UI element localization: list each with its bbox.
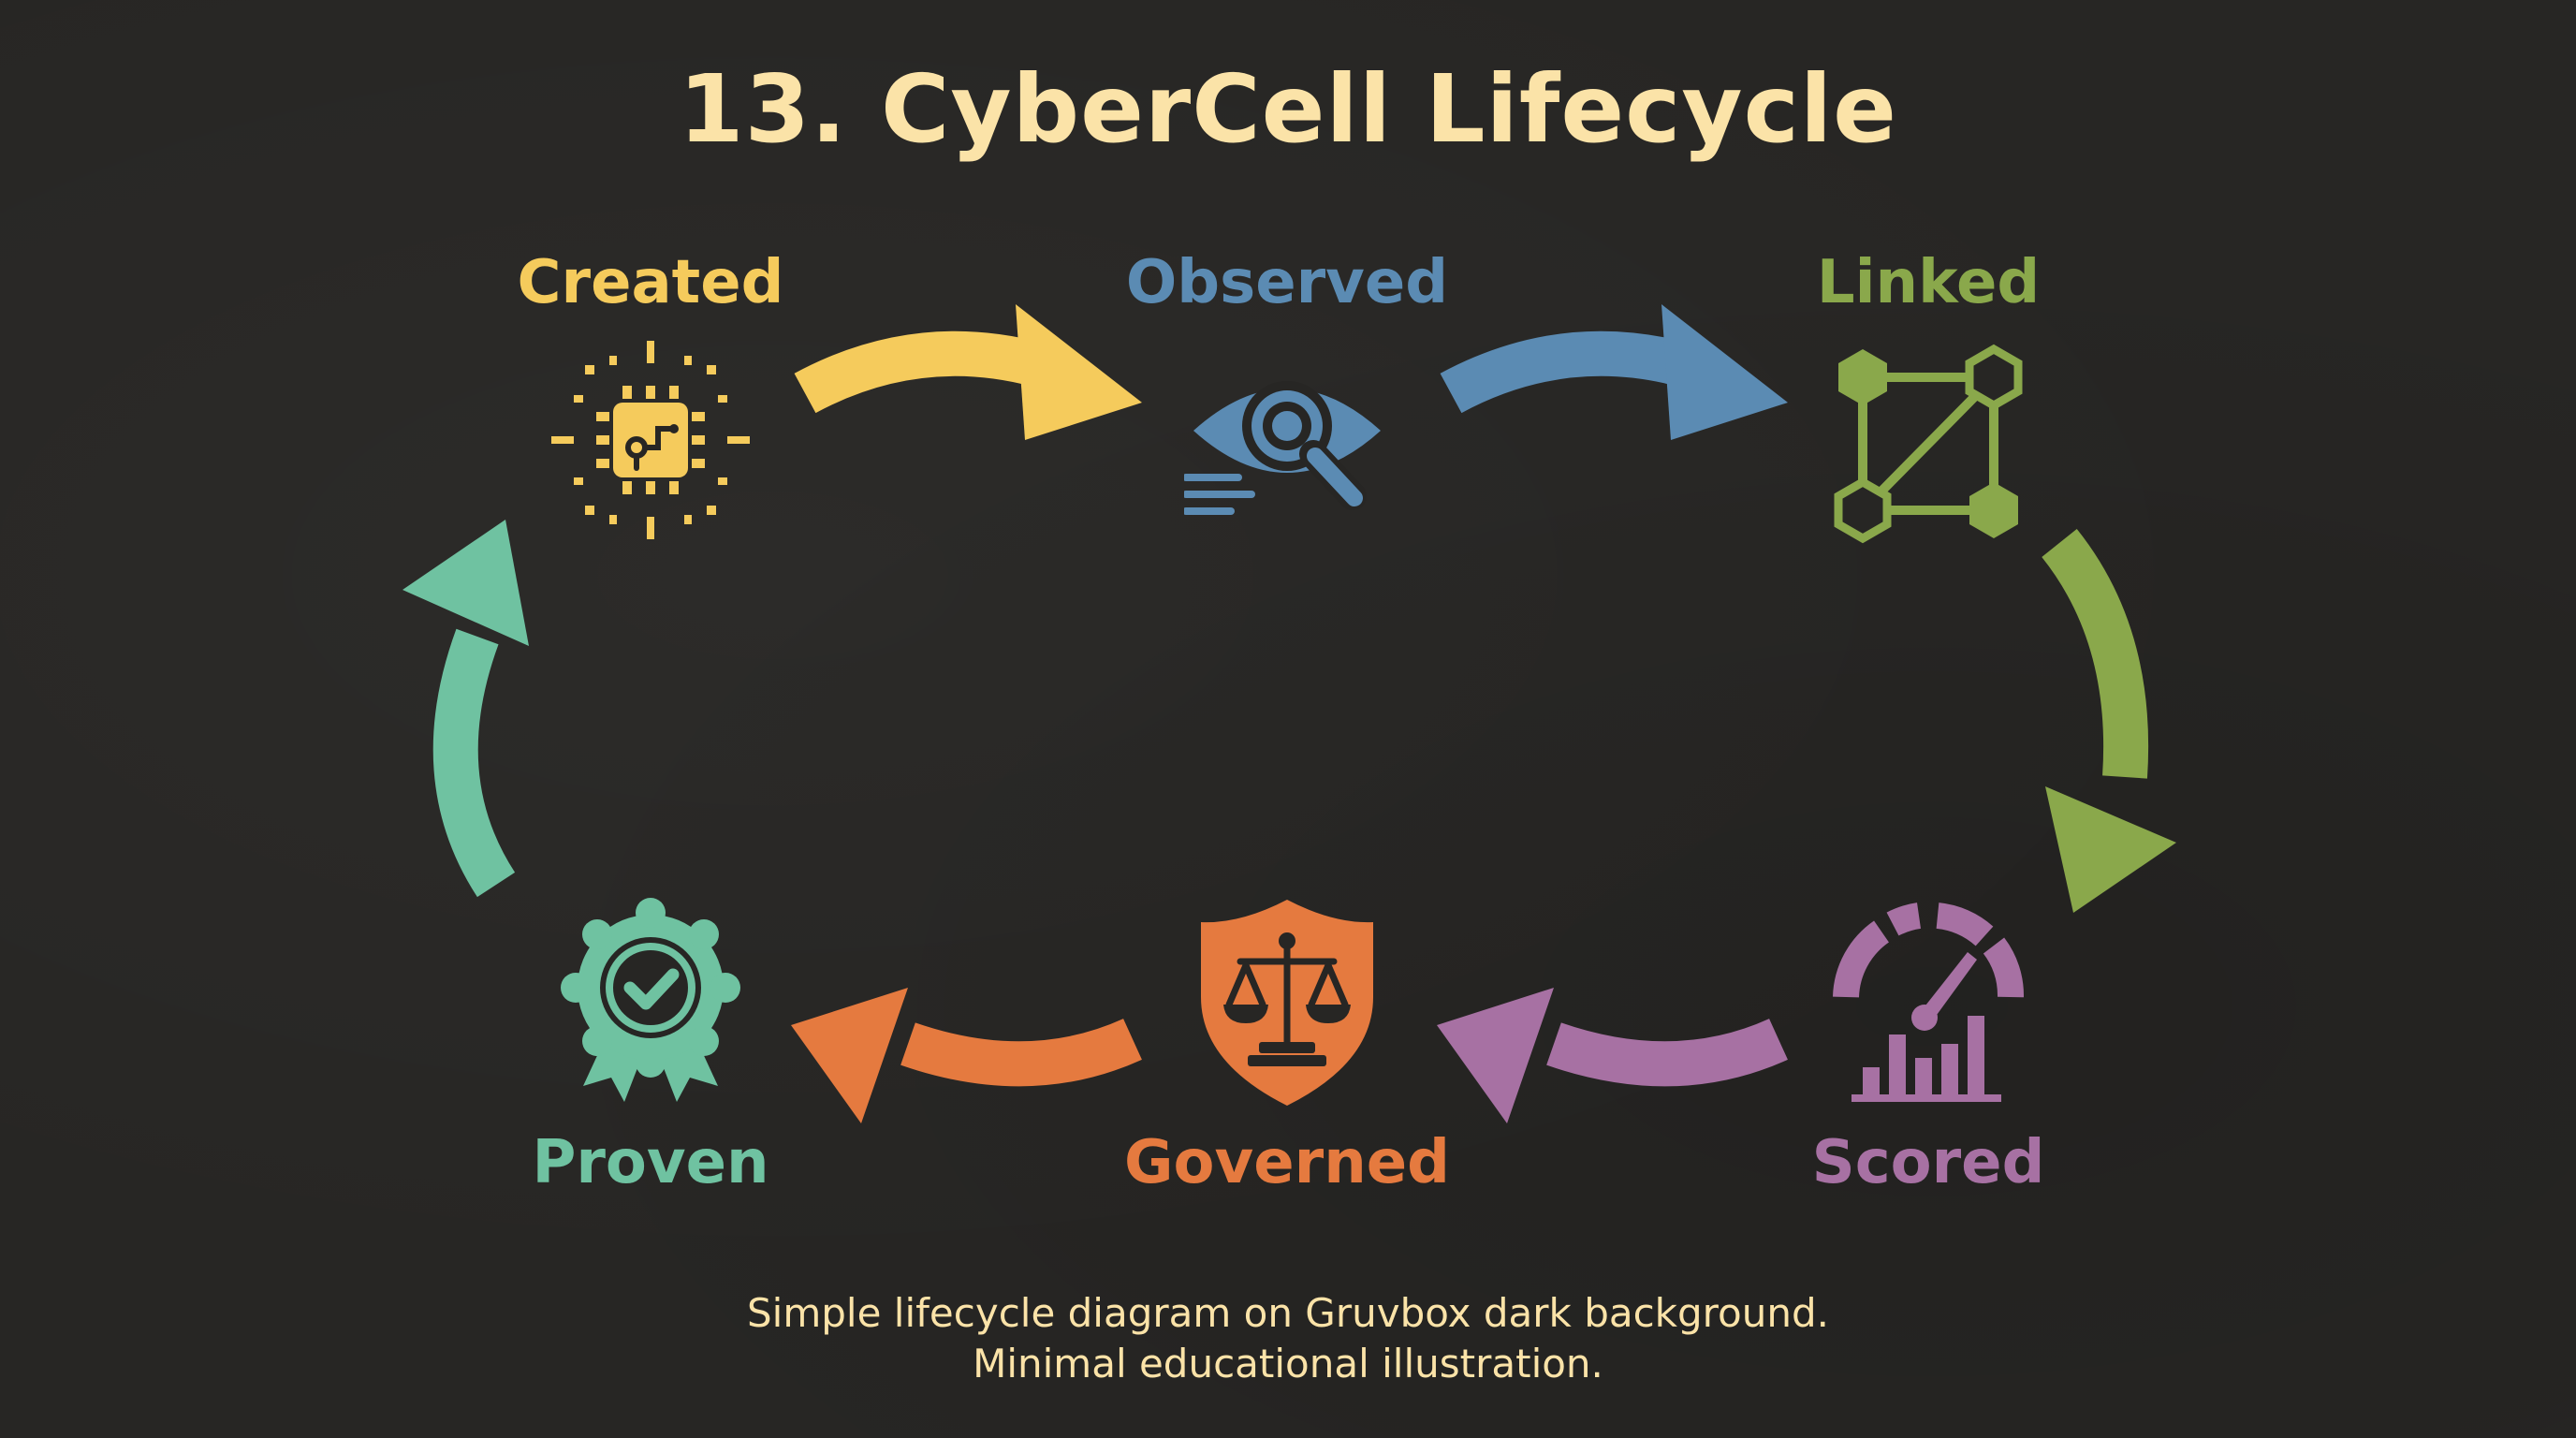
caption-line-1: Simple lifecycle diagram on Gruvbox dark… bbox=[747, 1290, 1829, 1336]
network-nodes-icon bbox=[1834, 344, 2023, 544]
shield-scales-icon bbox=[1201, 900, 1373, 1106]
stage-label-linked: Linked bbox=[1816, 248, 2041, 317]
arrow-created-to-observed bbox=[794, 304, 1142, 440]
stage-label-created: Created bbox=[517, 248, 784, 317]
gauge-chart-icon bbox=[1833, 902, 2024, 1102]
caption-line-2: Minimal educational illustration. bbox=[973, 1341, 1603, 1387]
arrow-proven-to-created bbox=[402, 520, 529, 898]
arrow-governed-to-proven bbox=[791, 988, 1142, 1123]
stage-label-scored: Scored bbox=[1811, 1128, 2045, 1197]
badge-check-icon bbox=[561, 898, 740, 1102]
arrow-linked-to-scored bbox=[2042, 529, 2176, 913]
page-title: 13. CyberCell Lifecycle bbox=[678, 54, 1897, 164]
stage-label-proven: Proven bbox=[532, 1128, 769, 1197]
stage-label-governed: Governed bbox=[1124, 1128, 1450, 1197]
eye-magnifier-icon bbox=[1184, 381, 1381, 515]
chip-icon bbox=[551, 341, 750, 539]
arrow-observed-to-linked bbox=[1440, 304, 1788, 440]
stage-label-observed: Observed bbox=[1125, 248, 1449, 317]
arrow-scored-to-governed bbox=[1437, 988, 1788, 1123]
